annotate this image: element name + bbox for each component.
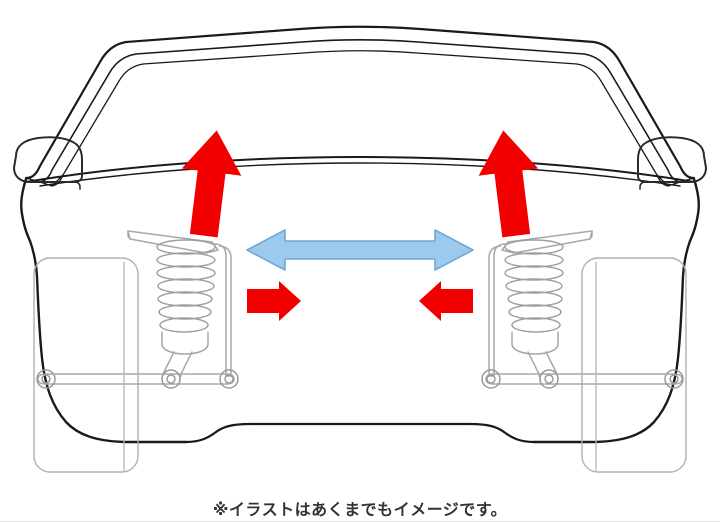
strut-mount-left-edge — [127, 230, 131, 240]
pillar-closure-left — [25, 174, 64, 187]
car-suspension-illustration — [13, 25, 707, 473]
bushing-right-mid — [539, 369, 559, 389]
bushing-right-mid-inner — [544, 374, 554, 384]
mirror-right-stem — [639, 181, 647, 190]
shock-rod-left-b — [181, 351, 193, 373]
mirror-left-stem — [73, 181, 81, 190]
bushing-left-inner-core — [224, 374, 234, 384]
hood-line-inner — [39, 162, 681, 187]
wheel-left — [33, 257, 139, 473]
strut-upright-left-inner — [219, 245, 232, 377]
subframe-group — [123, 262, 597, 472]
bushing-left-outer-inner — [41, 374, 51, 384]
bushing-left-mid — [161, 369, 181, 389]
shock-rod-right-b — [527, 351, 539, 373]
spring-left — [156, 239, 216, 333]
suspension-left-group — [36, 230, 239, 389]
spring-seat-left — [161, 331, 209, 355]
bushings-left — [36, 369, 239, 389]
arrow-lateral-double — [246, 229, 474, 271]
strut-upright-right-inner — [488, 245, 501, 377]
strut-upright-left-outer — [213, 243, 227, 377]
caption-bar: ※イラストはあくまでもイメージです。 — [0, 495, 720, 522]
spring-seat-right — [511, 331, 559, 355]
arrow-inward-left — [247, 281, 301, 321]
pillar-closure-right — [656, 174, 695, 187]
mirror-left — [13, 136, 83, 183]
shock-rod-left-a — [163, 351, 175, 373]
suspension-right-group — [481, 230, 684, 389]
roof-inner-line-2 — [51, 50, 669, 187]
strut-upright-right-outer — [493, 243, 507, 377]
car-body-group — [20, 25, 700, 444]
roof-inner-line-1 — [39, 38, 681, 183]
wheel-group — [33, 257, 687, 473]
bushing-right-inner-core — [486, 374, 496, 384]
bushing-left-mid-inner — [166, 374, 176, 384]
bumper-bottom-line — [184, 422, 536, 444]
mirror-group — [13, 136, 707, 190]
strut-mount-right-edge — [589, 230, 593, 240]
bushings-right — [481, 369, 684, 389]
bushing-right-outer-inner — [669, 374, 679, 384]
body-side-right — [532, 177, 700, 444]
mirror-right — [637, 136, 707, 183]
control-arm-right-cap-out — [673, 373, 683, 385]
spring-right — [504, 239, 564, 333]
control-arm-left-cap-out — [37, 373, 47, 385]
bushing-left-inner — [219, 369, 239, 389]
roof-outer-line — [24, 25, 696, 180]
bushing-left-outer — [36, 369, 56, 389]
arrow-up-left — [181, 130, 242, 238]
bushing-right-inner — [481, 369, 501, 389]
arrow-inward-right — [419, 281, 473, 321]
disclaimer-caption: ※イラストはあくまでもイメージです。 — [212, 500, 508, 519]
hood-line-outer — [25, 156, 695, 183]
bushing-right-outer — [664, 369, 684, 389]
wheel-right — [581, 257, 687, 473]
body-side-left — [20, 177, 188, 444]
shock-rod-right-a — [545, 351, 557, 373]
arrow-up-right — [478, 130, 539, 238]
